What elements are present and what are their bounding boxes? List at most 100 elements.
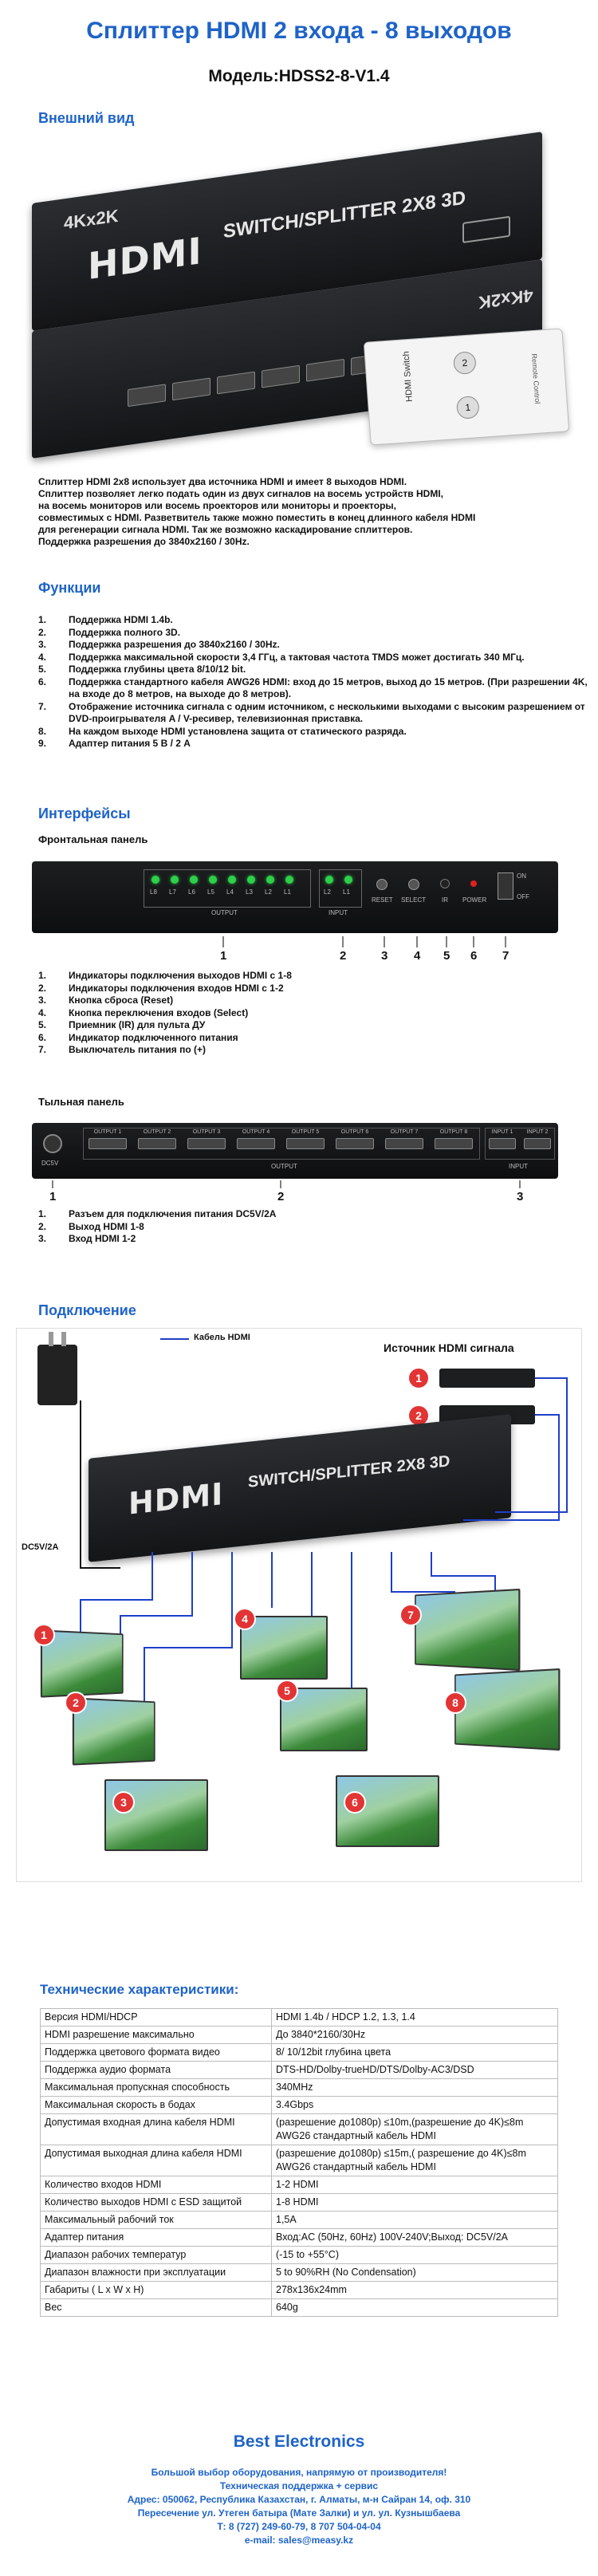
spec-value: 8/ 10/12bit глубина цвета <box>271 2043 558 2062</box>
list-item: 1.Индикаторы подключения выходов HDMI с … <box>38 970 292 981</box>
description-line: совместимых с HDMI. Разветвитель также м… <box>38 512 476 523</box>
tv-number: 2 <box>65 1692 87 1714</box>
rear-output-box <box>83 1128 480 1160</box>
section-appearance: Внешний вид <box>38 110 135 126</box>
list-item: 5.Поддержка глубины цвета 8/10/12 bit. <box>38 664 246 675</box>
spec-name: Диапазон влажности при эксплуатации <box>40 2263 272 2282</box>
plug-pin-icon <box>61 1332 66 1346</box>
remote-button-1: 1 <box>455 395 480 419</box>
rear-port: OUTPUT 6 <box>333 1129 376 1149</box>
plug-pin-icon <box>49 1332 53 1346</box>
product-photo: HDMI 4Kx2K SWITCH/SPLITTER 2X8 3D 4Kx2K … <box>16 132 582 471</box>
front-panel-label: Фронтальная панель <box>38 833 148 845</box>
section-interfaces: Интерфейсы <box>38 805 131 821</box>
description-line: для регенерации сигнала HDMI. Так же воз… <box>38 524 413 535</box>
hdmi-port-icon <box>128 384 166 408</box>
spec-value: 3.4Gbps <box>271 2096 558 2114</box>
rear-port: OUTPUT 4 <box>234 1129 277 1149</box>
source-number: 1 <box>407 1367 430 1389</box>
reset-button-icon <box>376 879 388 890</box>
spec-name: Вес <box>40 2298 272 2317</box>
list-item: 8.На каждом выходе HDMI установлена защи… <box>38 725 407 737</box>
list-item: 2.Индикаторы подключения входов HDMI с 1… <box>38 982 284 994</box>
section-functions: Функции <box>38 580 101 596</box>
callout-7: 7 <box>502 949 509 963</box>
tv-8 <box>454 1668 561 1751</box>
list-item: 2.Выход HDMI 1-8 <box>38 1220 144 1232</box>
rear-port: OUTPUT 3 <box>185 1129 228 1149</box>
led-icon <box>325 876 333 884</box>
spec-name: Количество выходов HDMI с ESD защитой <box>40 2193 272 2212</box>
list-item: 6.Индикатор подключенного питания <box>38 1031 238 1043</box>
led-icon <box>190 876 198 884</box>
list-item: 3.Кнопка сброса (Reset) <box>38 995 174 1006</box>
spec-value: До 3840*2160/30Hz <box>271 2026 558 2044</box>
description-line: Сплиттер позволяет легко подать один из … <box>38 488 444 499</box>
list-item: 7.Выключатель питания по (+) <box>38 1044 207 1055</box>
cable-legend-line <box>160 1338 189 1340</box>
rear-input-label: INPUT <box>509 1163 528 1170</box>
led-icon <box>247 876 255 884</box>
led-icon <box>209 876 217 884</box>
callout-2: 2 <box>340 949 347 963</box>
rear-callouts: 1 2 3 <box>32 1180 558 1204</box>
power-switch-icon <box>462 215 510 244</box>
remote-button-2: 2 <box>452 351 477 376</box>
led-icon <box>171 876 179 884</box>
output-box <box>144 869 311 908</box>
rear-port: OUTPUT 8 <box>432 1129 475 1149</box>
front-panel-list: 1.Индикаторы подключения выходов HDMI с … <box>38 970 588 1057</box>
list-item: 3.Вход HDMI 1-2 <box>38 1233 136 1244</box>
tv-number: 1 <box>33 1624 55 1646</box>
footer-line: Пересечение ул. Утеген батыра (Мате Залк… <box>137 2507 461 2519</box>
rear-output-label: OUTPUT <box>271 1163 297 1170</box>
rear-input-ports: INPUT 1 INPUT 2 <box>488 1129 552 1149</box>
callout-1: 1 <box>220 949 227 963</box>
list-item: 7.Отображение источника сигнала с одним … <box>38 700 585 725</box>
model-label: Модель:HDSS2-8-V1.4 <box>208 67 390 85</box>
footer-line: Адрес: 050062, Республика Казахстан, г. … <box>127 2494 471 2505</box>
spec-value: 1,5A <box>271 2211 558 2229</box>
list-item: 5.Приемник (IR) для пульта ДУ <box>38 1019 206 1030</box>
input-leds <box>325 876 352 884</box>
led-icon <box>266 876 274 884</box>
tv-number: 6 <box>344 1791 366 1814</box>
description-line: на восемь мониторов или восемь проекторо… <box>38 500 397 511</box>
spec-value: 1-2 HDMI <box>271 2176 558 2194</box>
spec-value: HDMI 1.4b / HDCP 1.2, 1.3, 1.4 <box>271 2008 558 2027</box>
remote-control: HDMI Switch 2 1 Remote Control <box>363 328 570 446</box>
source-label: Источник HDMI сигнала <box>384 1341 514 1354</box>
hdmi-port-icon <box>262 364 300 388</box>
front-callouts: 1 2 3 4 5 6 7 <box>32 936 558 965</box>
led-icon <box>344 876 352 884</box>
cable-label: Кабель HDMI <box>194 1333 250 1342</box>
table-row: Диапазон рабочих температур(-15 to +55°C… <box>40 2246 558 2264</box>
rear-callout-lines <box>52 1180 521 1188</box>
spec-name: HDMI разрешение максимально <box>40 2026 272 2044</box>
output-label: OUTPUT <box>211 909 238 916</box>
hdmi-port-icon <box>172 377 210 401</box>
rear-panel: DC5V OUTPUT 1 OUTPUT 2 OUTPUT 3 OUTPUT 4… <box>32 1123 558 1179</box>
list-item: 3.Поддержка разрешения до 3840x2160 / 30… <box>38 639 280 650</box>
footer-email[interactable]: e-mail: sales@measy.kz <box>244 2535 354 2546</box>
hdmi-port-icon <box>217 371 255 395</box>
rear-callout-1: 1 <box>49 1190 57 1203</box>
off-label: OFF <box>517 893 529 900</box>
spec-name: Поддержка цветового формата видео <box>40 2043 272 2062</box>
tv-3 <box>104 1779 208 1851</box>
reset-label: RESET <box>372 896 393 904</box>
rear-panel-list: 1.Разъем для подключения питания DC5V/2A… <box>38 1208 588 1246</box>
section-connection: Подключение <box>38 1302 136 1318</box>
dc-label: DC5V/2A <box>22 1542 59 1552</box>
list-item: 9.Адаптер питания 5 В / 2 А <box>38 738 191 749</box>
